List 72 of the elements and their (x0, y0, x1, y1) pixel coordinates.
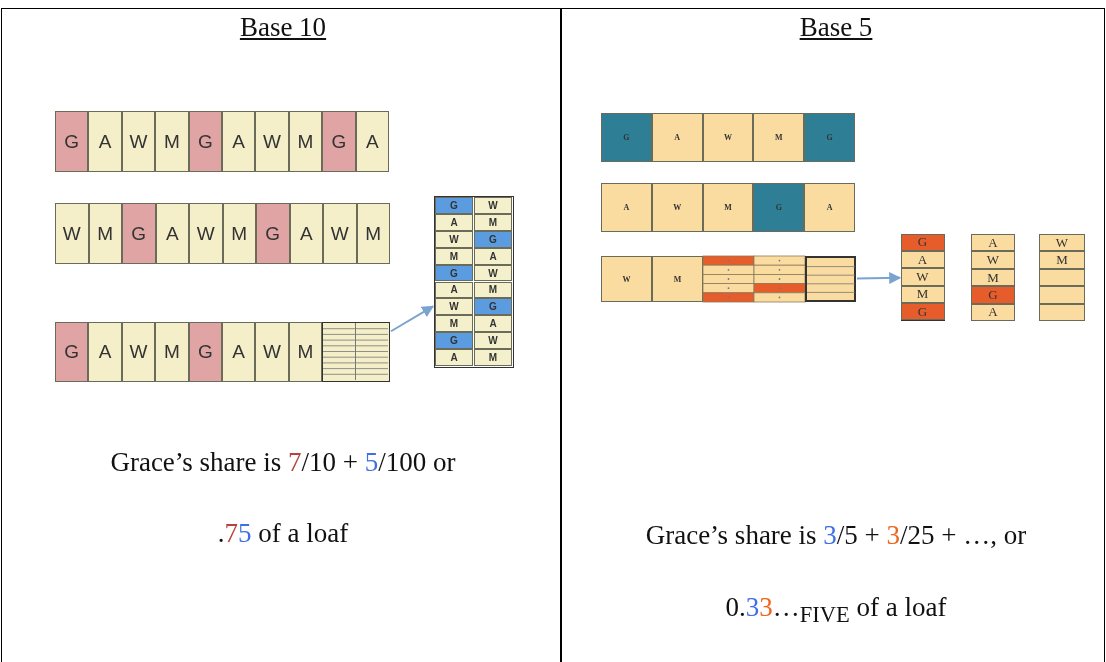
letter-tile: G (256, 203, 290, 264)
letter-tile: A (222, 111, 256, 172)
letter-tile: M (435, 315, 473, 333)
letter-tile: G (474, 298, 512, 316)
letter-tile: A (651, 113, 703, 162)
letter-tile: G (55, 111, 89, 172)
column-heading: Base 10 (239, 12, 327, 43)
letter-tile: A (804, 183, 855, 232)
letter-tile: A (474, 315, 512, 333)
letter-tile: M (474, 281, 512, 299)
letter-tile: G (435, 332, 473, 350)
tile-column (901, 234, 945, 321)
letter-tile: G (188, 322, 222, 382)
letter-tile: G (122, 203, 156, 264)
letter-tile: M (356, 203, 390, 264)
share-sentence: .75 of a loaf (217, 518, 349, 549)
letter-tile: G (322, 111, 356, 172)
magnified-column (434, 196, 514, 368)
letter-tile: A (601, 183, 652, 232)
share-sentence: Grace’s share is 7/10 + 5/100 or (110, 447, 456, 478)
letter-tile: M (288, 322, 323, 382)
letter-tile: M (652, 256, 703, 302)
letter-tile: M (474, 349, 512, 366)
letter-tile: G (804, 113, 855, 162)
letter-tile: A (88, 322, 122, 382)
share-sentence: Grace’s share is 3/5 + 3/25 + …, or (645, 520, 1027, 551)
letter-tile: M (155, 322, 189, 382)
letter-tile: A (971, 234, 1015, 252)
letter-tile: A (155, 203, 189, 264)
letter-tile: G (188, 111, 222, 172)
letter-tile: G (435, 197, 473, 214)
letter-tile: A (355, 111, 389, 172)
letter-tile: W (121, 322, 156, 382)
letter-tile: W (601, 256, 652, 302)
letter-tile: W (651, 183, 703, 232)
letter-tile: G (900, 233, 945, 251)
letter-tile: W (474, 197, 512, 214)
letter-tile: A (289, 203, 323, 264)
letter-tile: W (1039, 234, 1085, 252)
column-heading: Base 5 (799, 12, 873, 43)
subdivided-tile (322, 322, 390, 382)
letter-tile: W (900, 268, 945, 286)
letter-tile: A (88, 111, 122, 172)
letter-tile: W (255, 111, 289, 172)
letter-tile: W (121, 111, 156, 172)
letter-tile: M (702, 183, 754, 232)
letter-tile: G (971, 286, 1015, 304)
letter-tile: G (900, 303, 945, 321)
letter-tile: M (288, 111, 323, 172)
letter-tile: G (55, 322, 89, 382)
letter-tile: M (88, 203, 122, 264)
letter-tile: W (255, 322, 289, 382)
letter-tile: M (155, 111, 189, 172)
letter-tile: M (222, 203, 256, 264)
letter-tile: G (601, 113, 652, 162)
letter-tile: W (435, 298, 473, 316)
letter-tile: A (435, 281, 473, 299)
letter-tile: W (474, 332, 512, 350)
letter-tile: W (702, 113, 754, 162)
letter-tile: W (971, 251, 1015, 269)
arrow (856, 272, 902, 285)
outlined-tile-stack (805, 256, 856, 302)
letter-tile: A (222, 322, 256, 382)
letter-tile: M (753, 113, 805, 162)
letter-tile: A (435, 349, 473, 366)
arrow (390, 305, 435, 333)
letter-tile: M (1039, 251, 1085, 269)
letter-tile: W (189, 203, 223, 264)
letter-tile: W (55, 203, 89, 264)
letter-tile: W (323, 203, 357, 264)
letter-tile: G (753, 183, 805, 232)
share-sentence: 0.33…$_{FIVE}$ of a loaf (725, 592, 947, 629)
